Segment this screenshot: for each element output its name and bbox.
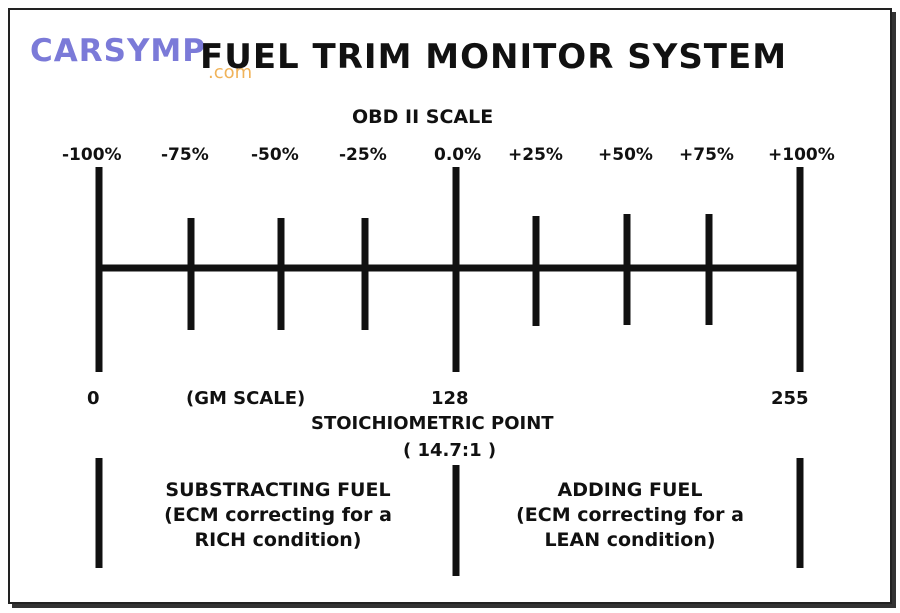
subtracting-fuel-desc-1: (ECM correcting for a bbox=[164, 504, 392, 526]
tick-label-minus-50: -50% bbox=[251, 145, 299, 165]
obd-scale-label: OBD II SCALE bbox=[352, 106, 494, 128]
tick-label-zero: 0.0% bbox=[434, 145, 482, 165]
tick-label-minus-75: -75% bbox=[161, 145, 209, 165]
stoichiometric-point-label: STOICHIOMETRIC POINT bbox=[311, 413, 554, 434]
tick-label-plus-25: +25% bbox=[508, 145, 563, 165]
subtracting-fuel-desc-2: RICH condition) bbox=[194, 529, 362, 551]
tick-label-minus-25: -25% bbox=[339, 145, 387, 165]
tick-label-minus-100: -100% bbox=[62, 145, 122, 165]
tick-label-plus-50: +50% bbox=[598, 145, 653, 165]
stoichiometric-ratio: ( 14.7:1 ) bbox=[403, 440, 497, 461]
gm-scale-label: (GM SCALE) bbox=[186, 388, 306, 409]
adding-fuel-desc-1: (ECM correcting for a bbox=[516, 504, 744, 526]
tick-label-plus-100: +100% bbox=[768, 145, 835, 165]
subtracting-fuel-block: SUBSTRACTING FUEL (ECM correcting for a … bbox=[118, 478, 438, 553]
diagram-frame bbox=[8, 8, 892, 604]
adding-fuel-block: ADDING FUEL (ECM correcting for a LEAN c… bbox=[475, 478, 785, 553]
logo-domain-suffix: .com bbox=[208, 62, 253, 83]
adding-fuel-heading: ADDING FUEL bbox=[557, 479, 703, 501]
gm-scale-high: 255 bbox=[771, 388, 809, 409]
diagram-title: FUEL TRIM MONITOR SYSTEM bbox=[200, 37, 788, 77]
adding-fuel-desc-2: LEAN condition) bbox=[544, 529, 716, 551]
tick-label-plus-75: +75% bbox=[679, 145, 734, 165]
gm-scale-low: 0 bbox=[87, 388, 100, 409]
carsymp-logo: CARSYMP bbox=[30, 33, 206, 69]
gm-scale-mid: 128 bbox=[431, 388, 469, 409]
subtracting-fuel-heading: SUBSTRACTING FUEL bbox=[165, 479, 391, 501]
